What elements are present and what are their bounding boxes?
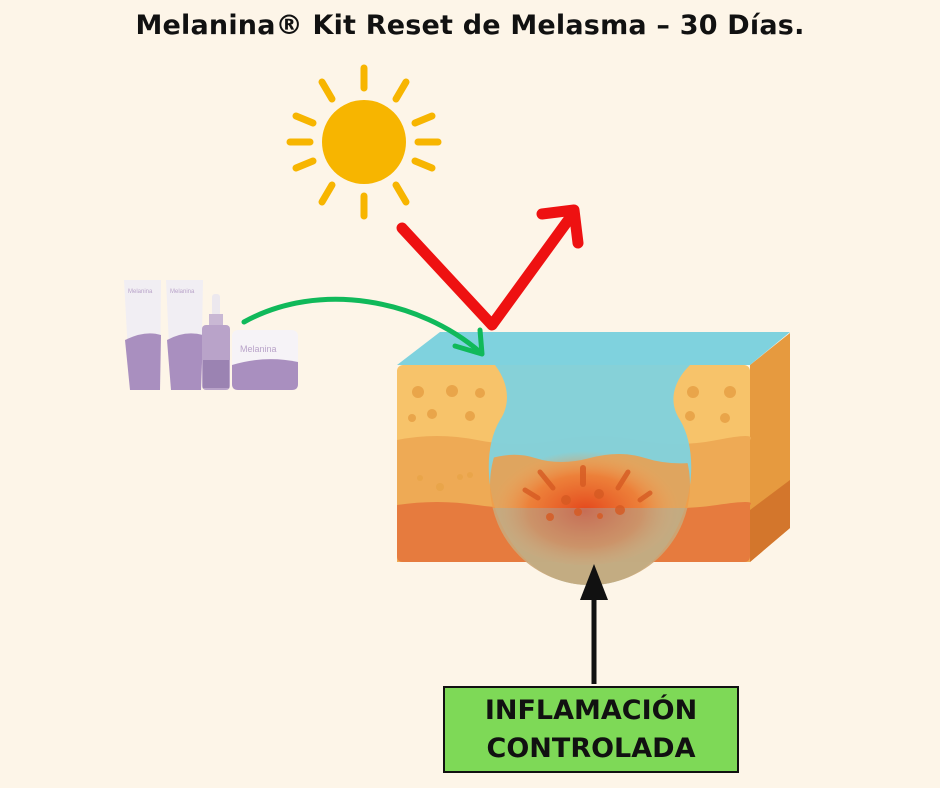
page-title: Melanina® Kit Reset de Melasma – 30 Días… (135, 10, 805, 41)
skin-cross-section (397, 332, 790, 585)
sun-icon (286, 64, 442, 220)
melanin-particles (546, 465, 625, 521)
label-line-1: INFLAMACIÓN (484, 694, 698, 726)
inflammation-controlled-label: INFLAMACIÓN CONTROLADA (443, 686, 739, 773)
svg-text:Melanina: Melanina (170, 289, 195, 295)
product-application-arrow (241, 296, 485, 357)
label-line-2: CONTROLADA (486, 732, 696, 764)
upward-arrow (580, 564, 608, 684)
svg-text:Melanina: Melanina (128, 289, 153, 295)
uv-reflection-arrow (396, 204, 584, 331)
svg-text:Melanina: Melanina (240, 344, 277, 354)
product-kit-image: Melanina Melanina Melanina (124, 280, 298, 390)
